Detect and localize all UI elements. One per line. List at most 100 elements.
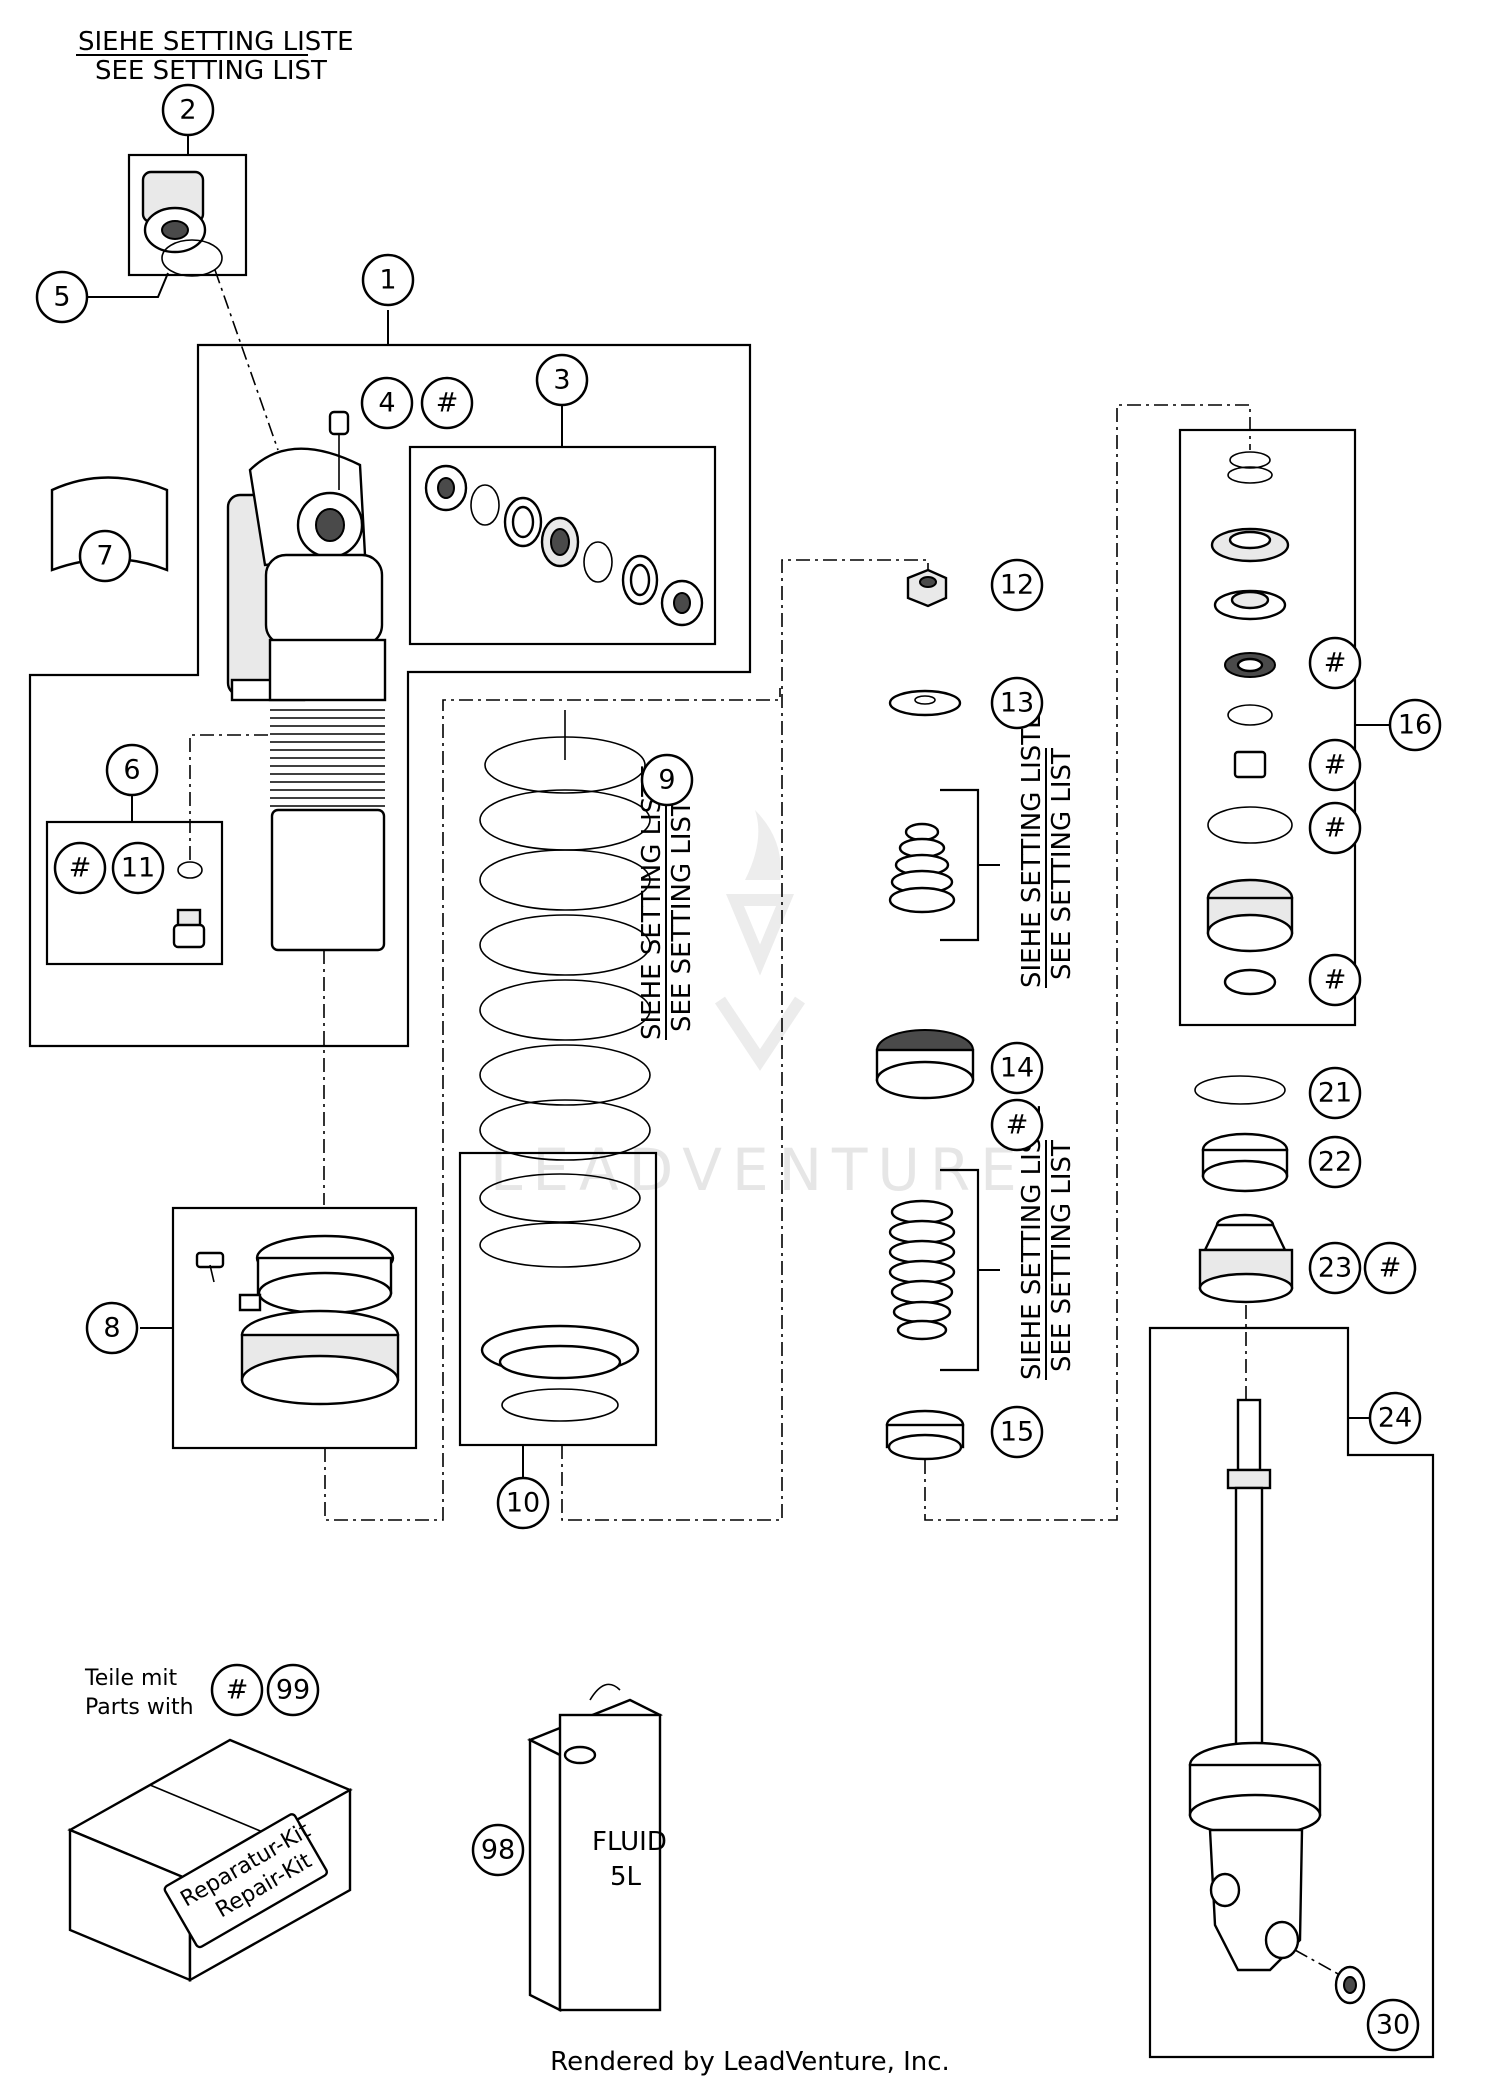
svg-text:21: 21 [1318, 1078, 1352, 1109]
svg-text:30: 30 [1376, 2010, 1410, 2041]
fluid-label: FLUID [592, 1827, 667, 1857]
callout-23[interactable]: 23 [1308, 1241, 1362, 1295]
callout-8[interactable]: 8 [85, 1301, 139, 1355]
callout-13[interactable]: 13 [990, 676, 1044, 730]
setting-list-de: SIEHE SETTING LISTE [78, 27, 354, 57]
watermark: LEADVENTURE [490, 810, 1027, 1204]
svg-text:22: 22 [1318, 1147, 1352, 1178]
callout-legend-hash[interactable]: # [210, 1663, 264, 1717]
svg-text:3: 3 [553, 365, 570, 396]
part-9-spring [479, 710, 651, 1161]
svg-text:12: 12 [1000, 570, 1034, 601]
callout-24[interactable]: 24 [1368, 1391, 1422, 1445]
setting-list-en-rotated-2: SEE SETTING LIST [1047, 748, 1077, 980]
svg-text:#: # [1324, 965, 1347, 996]
svg-text:98: 98 [481, 1835, 515, 1866]
part-6-box [45, 820, 224, 966]
setting-list-en: SEE SETTING LIST [95, 56, 327, 86]
svg-text:2: 2 [179, 95, 196, 126]
part-22-holder [1201, 1132, 1289, 1193]
svg-text:#: # [69, 853, 92, 884]
svg-text:99: 99 [276, 1675, 310, 1706]
part-30-bushing [1334, 1965, 1366, 2005]
part-24-box [1148, 1326, 1435, 2059]
repair-kit-box: Reparatur-Kit Repair-Kit [67, 1738, 353, 1983]
callout-6-hash[interactable]: # [53, 841, 107, 895]
part-10-rings [479, 1173, 641, 1422]
callout-23-hash[interactable]: # [1363, 1241, 1417, 1295]
callout-12[interactable]: 12 [990, 558, 1044, 612]
setting-list-rotated-1: SIEHE SETTING LISTE SEE SETTING LIST [637, 764, 697, 1040]
svg-text:9: 9 [658, 765, 675, 796]
callout-11[interactable]: 11 [111, 841, 165, 895]
svg-text:16: 16 [1398, 710, 1432, 741]
callout-22[interactable]: 22 [1308, 1135, 1362, 1189]
part-23-seal [1198, 1213, 1294, 1304]
callout-6[interactable]: 6 [105, 743, 159, 797]
callout-7[interactable]: 7 [78, 529, 132, 583]
part-12-nut [906, 568, 948, 608]
callout-2[interactable]: 2 [161, 83, 215, 137]
callout-98[interactable]: 98 [471, 1823, 525, 1877]
shim-stack-lower [888, 1199, 956, 1341]
svg-text:7: 7 [96, 541, 113, 572]
callout-14[interactable]: 14 [990, 1041, 1044, 1095]
callout-16-hash-3[interactable]: # [1308, 801, 1362, 855]
callout-15[interactable]: 15 [990, 1405, 1044, 1459]
svg-text:13: 13 [1000, 688, 1034, 719]
svg-text:#: # [1324, 648, 1347, 679]
setting-list-rotated-2: SIEHE SETTING LISTE SEE SETTING LIST [1017, 712, 1077, 988]
svg-text:6: 6 [123, 755, 140, 786]
svg-text:14: 14 [1000, 1053, 1034, 1084]
callout-16-hash-1[interactable]: # [1308, 636, 1362, 690]
svg-text:24: 24 [1378, 1403, 1412, 1434]
part-16-components [1206, 451, 1294, 996]
part-21-circlip [1194, 1075, 1286, 1105]
svg-text:8: 8 [103, 1313, 120, 1344]
setting-list-en-rotated-3: SEE SETTING LIST [1047, 1140, 1077, 1372]
callout-9[interactable]: 9 [640, 753, 694, 807]
watermark-text: LEADVENTURE [490, 1136, 1027, 1204]
part-10-box [458, 1151, 658, 1447]
setting-list-de-rotated-2: SIEHE SETTING LISTE [1017, 712, 1047, 988]
callout-1[interactable]: 1 [361, 253, 415, 307]
callout-4[interactable]: 4 [360, 376, 414, 430]
svg-text:15: 15 [1000, 1417, 1034, 1448]
svg-text:23: 23 [1318, 1253, 1352, 1284]
footer-credit: Rendered by LeadVenture, Inc. [550, 2047, 950, 2077]
callout-30[interactable]: 30 [1366, 1998, 1420, 2052]
callout-5[interactable]: 5 [35, 270, 89, 324]
callout-21[interactable]: 21 [1308, 1066, 1362, 1120]
shock-threads [270, 709, 385, 807]
part-15-bumper [885, 1409, 965, 1461]
svg-text:#: # [1006, 1110, 1029, 1141]
callout-16-hash-4[interactable]: # [1308, 953, 1362, 1007]
part-2-valve [141, 170, 223, 277]
callout-99[interactable]: 99 [266, 1663, 320, 1717]
callout-16-hash-2[interactable]: # [1308, 738, 1362, 792]
setting-list-header: SIEHE SETTING LISTE SEE SETTING LIST [76, 27, 354, 86]
part-24-piston-rod [1188, 1398, 1322, 1972]
svg-text:#: # [1324, 813, 1347, 844]
fluid-can: FLUID 5L [527, 1683, 667, 2012]
svg-text:#: # [436, 388, 459, 419]
part-6-valve [172, 861, 206, 949]
callout-16[interactable]: 16 [1388, 698, 1442, 752]
part-14-piston [875, 1029, 975, 1100]
part-8-preload-adjuster [195, 1234, 400, 1406]
svg-text:5: 5 [53, 282, 70, 313]
svg-text:#: # [1379, 1253, 1402, 1284]
svg-text:10: 10 [506, 1488, 540, 1519]
callout-4-hash[interactable]: # [420, 376, 474, 430]
part-3-bearing-set [424, 464, 704, 627]
svg-text:11: 11 [121, 853, 155, 884]
callout-10[interactable]: 10 [496, 1476, 550, 1530]
fluid-volume: 5L [610, 1862, 642, 1892]
svg-text:#: # [226, 1675, 249, 1706]
part-1-outline [28, 343, 752, 1048]
part-13-washer [888, 689, 962, 717]
svg-text:1: 1 [379, 265, 396, 296]
callout-3[interactable]: 3 [535, 353, 589, 407]
callout-14-hash[interactable]: # [990, 1098, 1044, 1152]
